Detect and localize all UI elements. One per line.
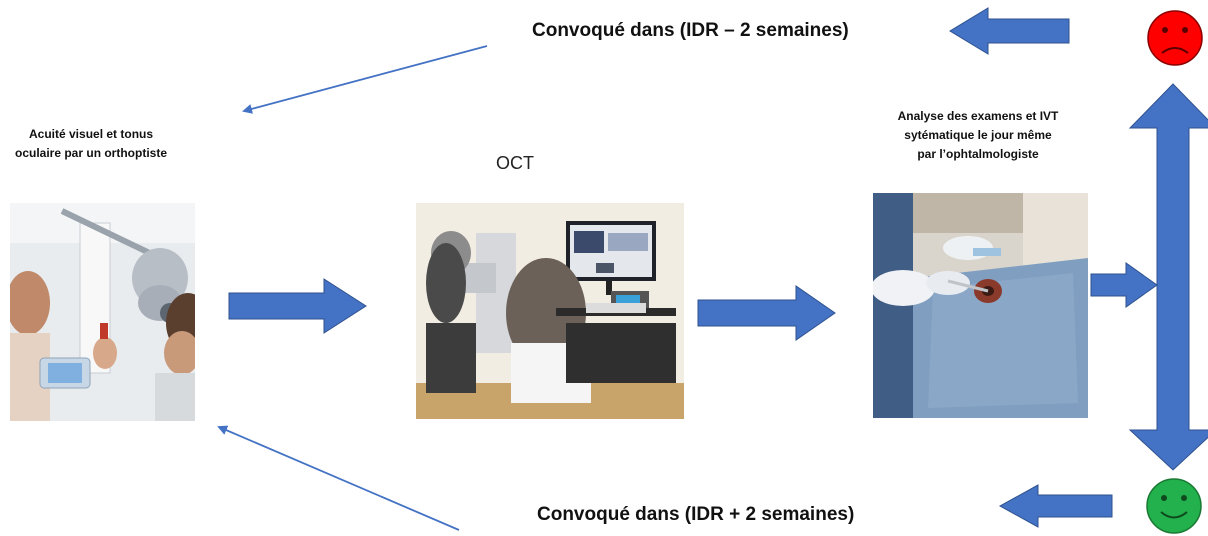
step1-label-line: oculaire par un orthoptiste (15, 146, 168, 160)
arrow-good-to-bottom-caption (998, 484, 1113, 528)
return-line-bottom (217, 425, 460, 531)
step2-label: OCT (496, 153, 534, 173)
intravitreal-injection-photo (873, 193, 1088, 418)
step3-label-line: Analyse des examens et IVT (897, 109, 1059, 123)
step3-label-line: sytématique le jour même (904, 128, 1052, 142)
step1-label-line: Acuité visuel et tonus (29, 127, 154, 141)
orthoptist-exam-photo (10, 203, 195, 421)
step1-label: Acuité visuel et tonus oculaire par un o… (15, 125, 215, 163)
oct-exam-photo (416, 203, 684, 419)
bottom-caption: Convoqué dans (IDR + 2 semaines) (537, 504, 855, 525)
arrow-decision-vertical (1128, 83, 1208, 471)
arrow-bad-to-top-caption (949, 7, 1070, 55)
happy-face-icon (1146, 478, 1202, 534)
top-caption: Convoqué dans (IDR – 2 semaines) (532, 20, 849, 41)
sad-face-icon (1147, 10, 1203, 66)
arrow-step2-to-step3 (697, 285, 836, 341)
arrow-step1-to-step2 (228, 278, 367, 334)
step3-label-line: par l’ophtalmologiste (917, 147, 1039, 161)
return-line-top (242, 45, 488, 114)
step3-label: Analyse des examens et IVT sytématique l… (873, 107, 1083, 164)
arrow-step3-to-decision (1090, 262, 1158, 308)
